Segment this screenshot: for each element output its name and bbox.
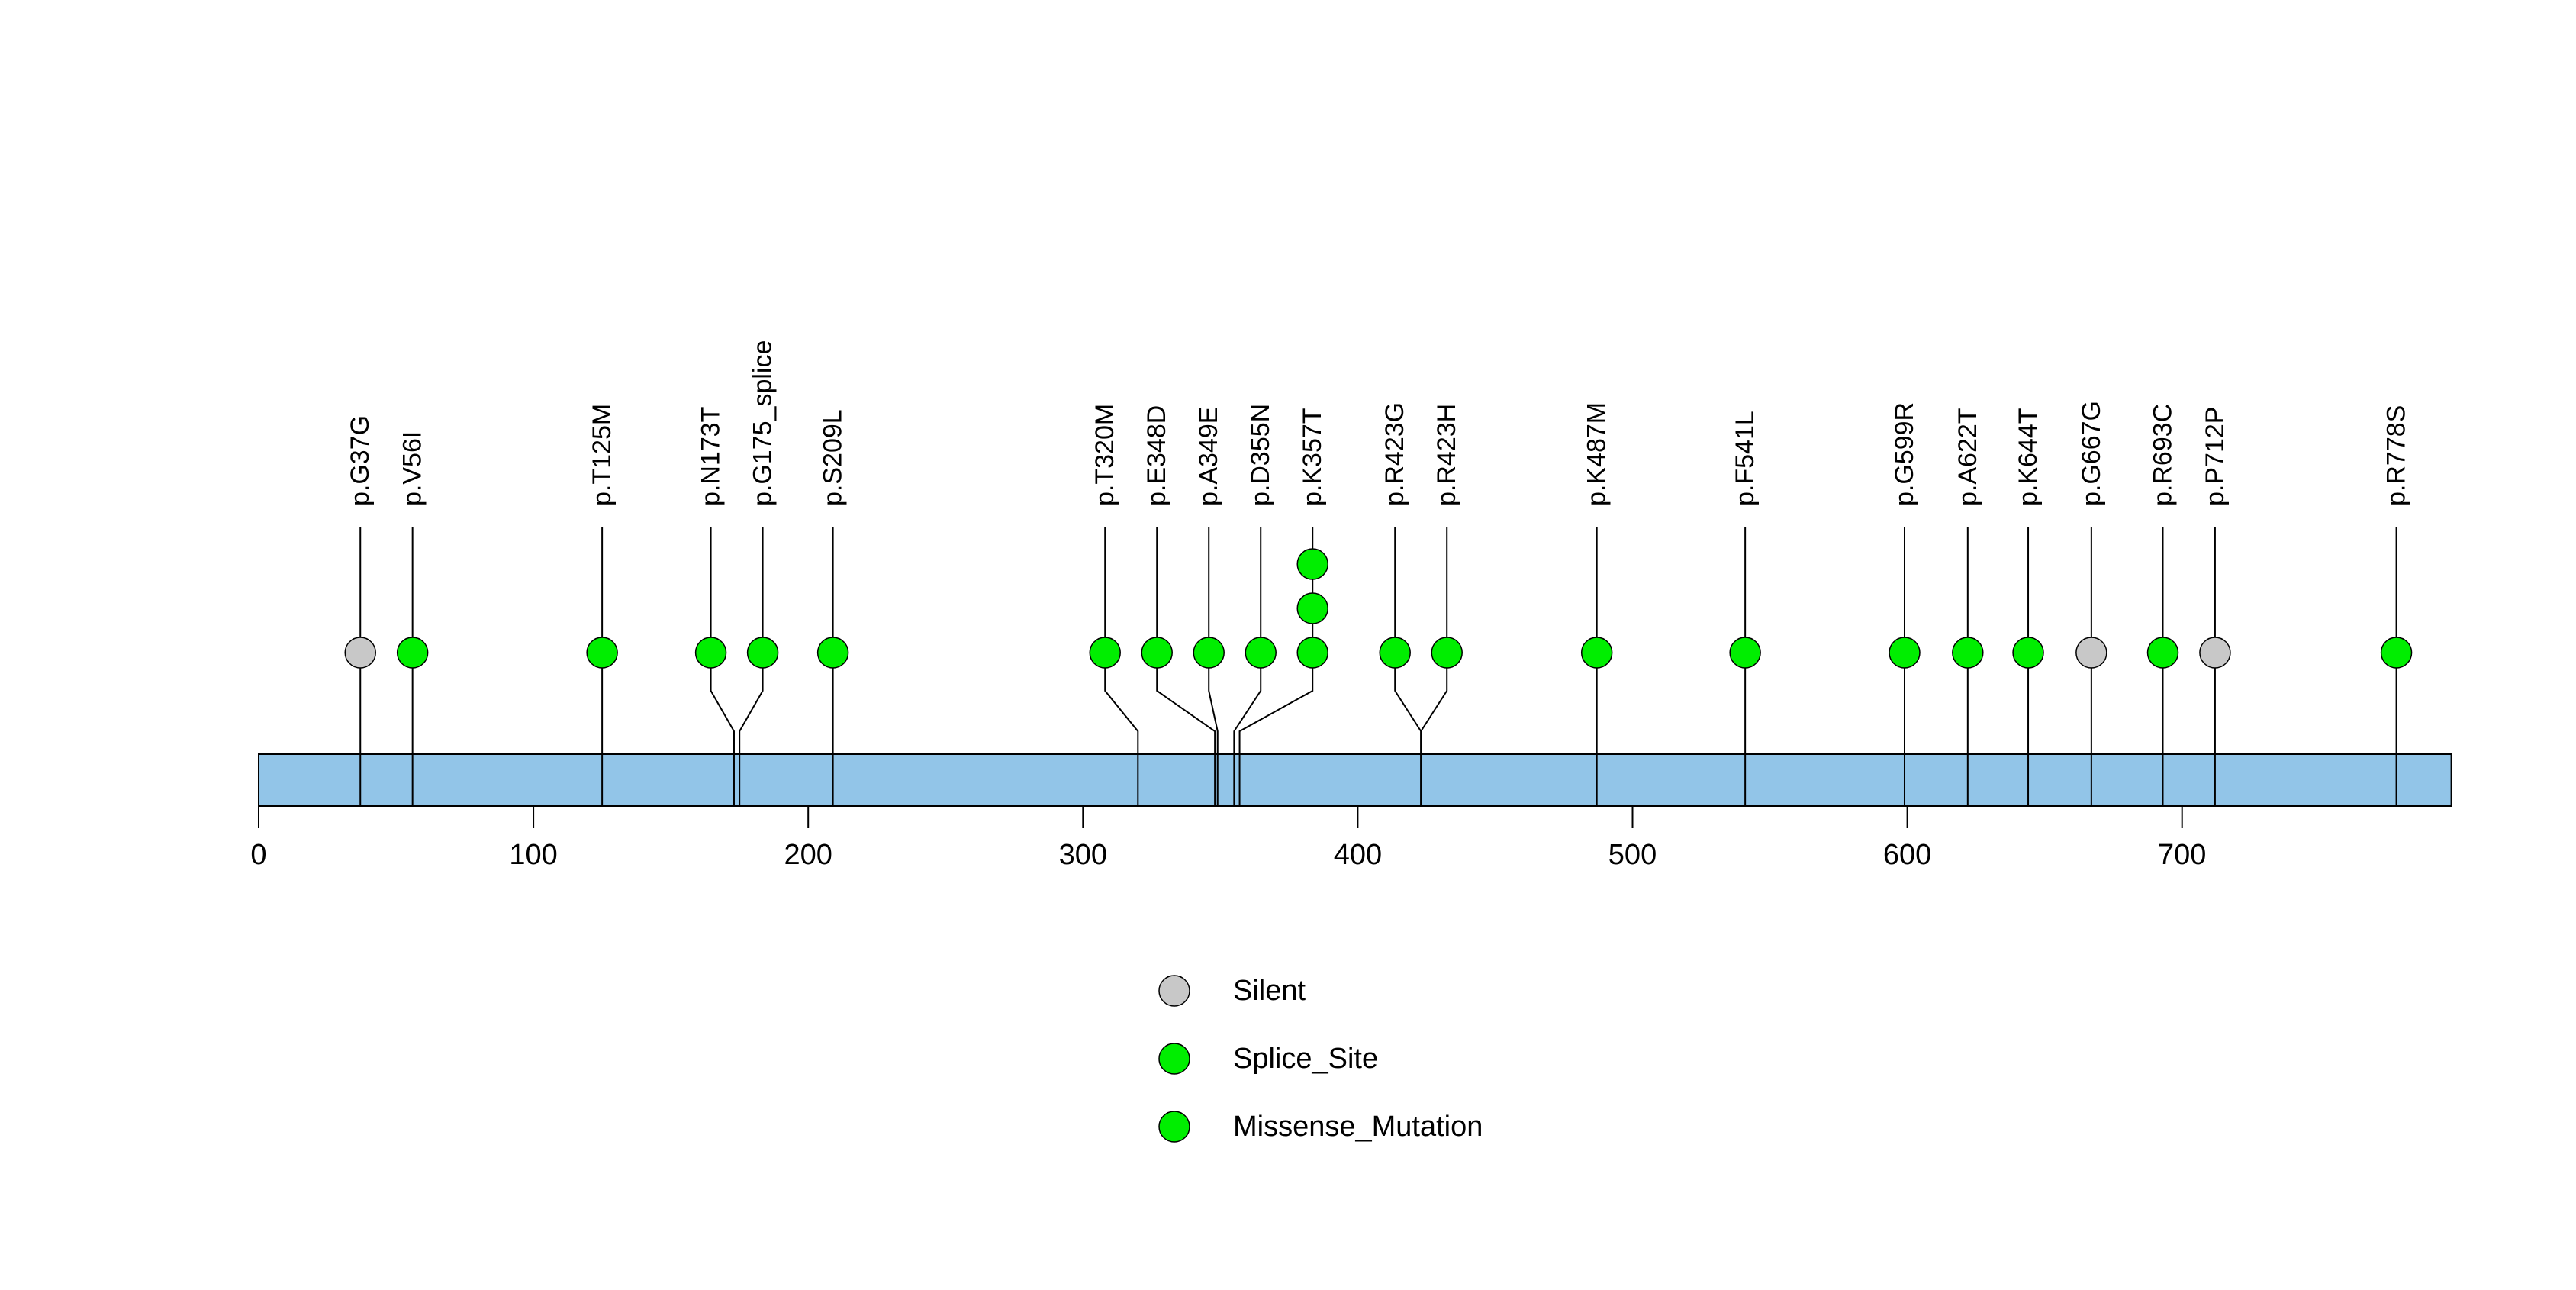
mutation-circle bbox=[1296, 548, 1328, 580]
axis-tick-label: 0 bbox=[250, 839, 266, 871]
legend-swatch-splice_site bbox=[1158, 1043, 1190, 1075]
legend-label-splice_site: Splice_Site bbox=[1233, 1043, 1378, 1075]
lollipop-stem bbox=[1208, 527, 1219, 806]
mutation-circle bbox=[2075, 637, 2107, 669]
mutation-label: p.G599R bbox=[1890, 402, 1919, 506]
mutation-circle bbox=[694, 637, 727, 669]
axis-tick-label: 300 bbox=[1059, 839, 1107, 871]
mutation-circle bbox=[1089, 637, 1121, 669]
mutation-circle bbox=[746, 637, 779, 669]
mutation-label: p.R423H bbox=[1432, 404, 1461, 506]
mutation-label: p.D355N bbox=[1246, 404, 1275, 506]
mutation-label: p.E348D bbox=[1142, 405, 1171, 506]
mutation-circle bbox=[2199, 637, 2231, 669]
mutation-label: p.A622T bbox=[1953, 408, 1982, 506]
axis-tick-label: 100 bbox=[509, 839, 557, 871]
legend-label-missense_mutation: Missense_Mutation bbox=[1233, 1111, 1483, 1143]
mutation-circle bbox=[1141, 637, 1173, 669]
mutation-circle bbox=[1431, 637, 1463, 669]
mutation-label: p.G175_splice bbox=[749, 340, 778, 506]
axis-tick-label: 200 bbox=[784, 839, 832, 871]
mutation-circle bbox=[2012, 637, 2044, 669]
lollipop-stem bbox=[710, 527, 735, 806]
mutation-label: p.T125M bbox=[588, 404, 617, 506]
mutation-label: p.A349E bbox=[1194, 407, 1223, 506]
lollipop-stem bbox=[1420, 527, 1448, 806]
mutation-circle bbox=[2380, 637, 2413, 669]
mutation-circle bbox=[586, 637, 618, 669]
lollipop-stem bbox=[1156, 527, 1216, 806]
mutation-circle bbox=[1580, 637, 1613, 669]
mutation-label: p.K357T bbox=[1298, 408, 1327, 506]
lollipop-stem bbox=[1233, 527, 1262, 806]
mutation-circle bbox=[1379, 637, 1411, 669]
axis-tick-label: 400 bbox=[1334, 839, 1382, 871]
mutation-circle bbox=[396, 637, 429, 669]
legend-swatch-missense_mutation bbox=[1158, 1111, 1190, 1143]
mutation-label: p.R423G bbox=[1380, 402, 1409, 506]
mutation-circle bbox=[2146, 637, 2179, 669]
legend-label-silent: Silent bbox=[1233, 975, 1306, 1007]
mutation-circle bbox=[344, 637, 376, 669]
mutation-label: p.K487M bbox=[1583, 402, 1612, 506]
mutation-circle bbox=[1296, 592, 1328, 624]
mutation-label: p.G37G bbox=[346, 415, 375, 506]
mutation-circle bbox=[1729, 637, 1761, 669]
axis-tick-label: 600 bbox=[1883, 839, 1931, 871]
axis-tick-label: 500 bbox=[1608, 839, 1657, 871]
lollipop-stem bbox=[1104, 527, 1139, 806]
mutation-label: p.V56I bbox=[398, 431, 427, 506]
legend-swatch-silent bbox=[1158, 975, 1190, 1007]
mutation-label: p.R778S bbox=[2382, 405, 2411, 506]
mutation-label: p.S209L bbox=[819, 409, 848, 506]
mutation-circle bbox=[1296, 637, 1328, 669]
protein-backbone bbox=[258, 753, 2452, 807]
mutation-label: p.F541L bbox=[1731, 411, 1760, 506]
mutation-label: p.N173T bbox=[697, 407, 726, 506]
axis-tick-label: 700 bbox=[2158, 839, 2206, 871]
mutation-circle bbox=[816, 637, 849, 669]
mutation-label: p.G667G bbox=[2077, 401, 2106, 506]
mutation-label: p.T320M bbox=[1090, 404, 1119, 506]
mutation-label: p.K644T bbox=[2014, 408, 2043, 506]
mutation-label: p.R693C bbox=[2148, 404, 2177, 506]
mutation-circle bbox=[1952, 637, 1984, 669]
mutation-circle bbox=[1889, 637, 1921, 669]
mutation-circle bbox=[1193, 637, 1225, 669]
mutation-label: p.P712P bbox=[2201, 407, 2230, 506]
mutation-circle bbox=[1245, 637, 1277, 669]
lollipop-stem bbox=[739, 527, 764, 806]
